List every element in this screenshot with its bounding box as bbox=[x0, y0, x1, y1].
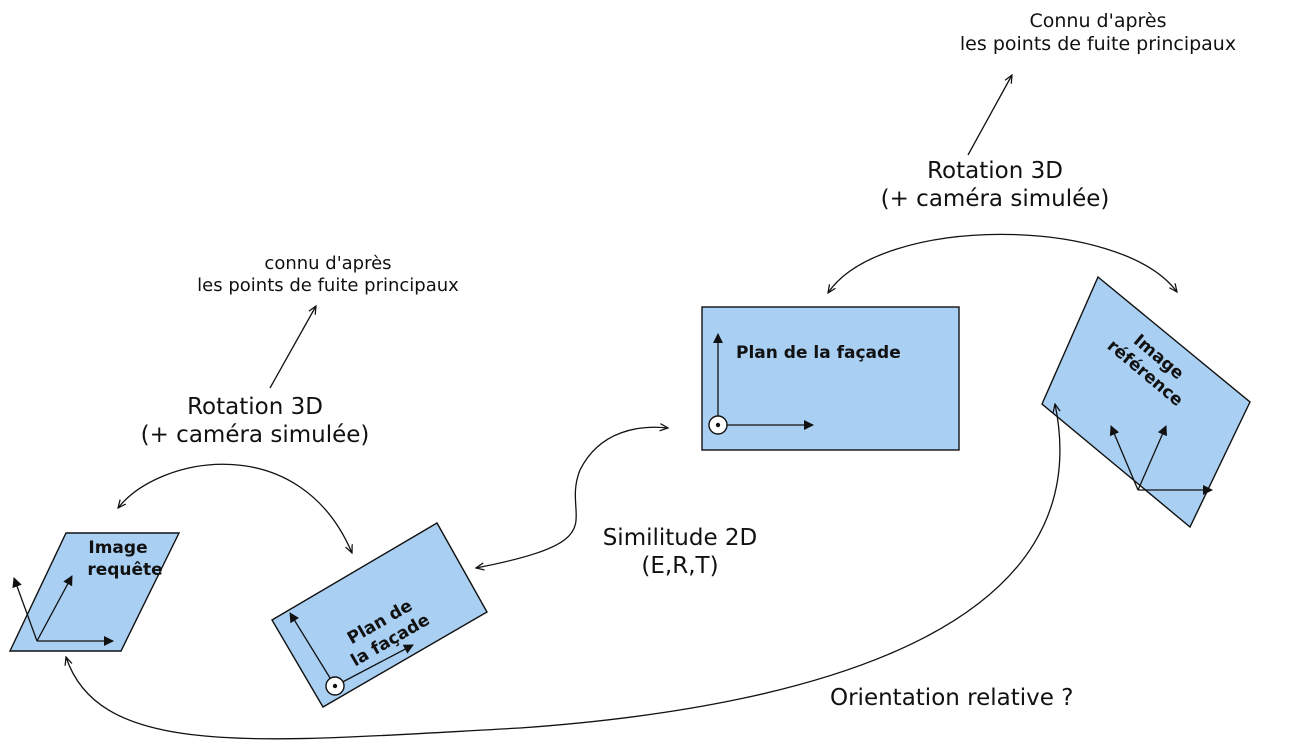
query-z-axis bbox=[12, 577, 38, 642]
rotation-left-line-2: (+ caméra simulée) bbox=[140, 421, 370, 448]
query-image-plane: Image requête bbox=[8, 532, 181, 652]
rotation-right-line-2: (+ caméra simulée) bbox=[880, 185, 1110, 212]
similitude-line-2: (E,R,T) bbox=[641, 552, 719, 579]
similitude-line-1: Similitude 2D bbox=[602, 525, 758, 551]
facade-plane-tilted: Plan de la façade bbox=[271, 522, 488, 708]
known-left-label: connu d'après les points de fuite princi… bbox=[128, 253, 528, 296]
known-right-line-2: les points de fuite principaux bbox=[959, 32, 1237, 55]
rotation-left-label: Rotation 3D (+ caméra simulée) bbox=[100, 394, 410, 449]
relative-orientation-arrow bbox=[66, 404, 1060, 740]
orientation-label: Orientation relative ? bbox=[830, 685, 1074, 711]
query-image-label-2: requête bbox=[87, 560, 162, 580]
known-right-line-1: Connu d'après bbox=[1029, 10, 1167, 32]
query-image-label-1: Image bbox=[88, 538, 147, 558]
similitude-label: Similitude 2D (E,R,T) bbox=[570, 525, 790, 580]
known-left-line-1: connu d'après bbox=[264, 253, 392, 274]
rotation-right-label: Rotation 3D (+ caméra simulée) bbox=[840, 158, 1150, 213]
known-left-pointer bbox=[269, 306, 316, 389]
facade-label: Plan de la façade bbox=[736, 343, 901, 363]
known-left-line-2: les points de fuite principaux bbox=[197, 274, 459, 296]
reference-z-axis bbox=[1109, 425, 1139, 491]
reference-y-axis bbox=[1137, 425, 1167, 491]
known-right-pointer bbox=[967, 75, 1012, 156]
facade-plane: Plan de la façade bbox=[701, 306, 960, 451]
rotation-right-line-1: Rotation 3D bbox=[927, 158, 1063, 184]
rotation-left-line-1: Rotation 3D bbox=[187, 394, 323, 420]
known-right-label: Connu d'après les points de fuite princi… bbox=[898, 10, 1298, 56]
reference-image-plane: Image référence bbox=[1041, 275, 1251, 529]
rotation-right-arrow bbox=[828, 233, 1177, 293]
